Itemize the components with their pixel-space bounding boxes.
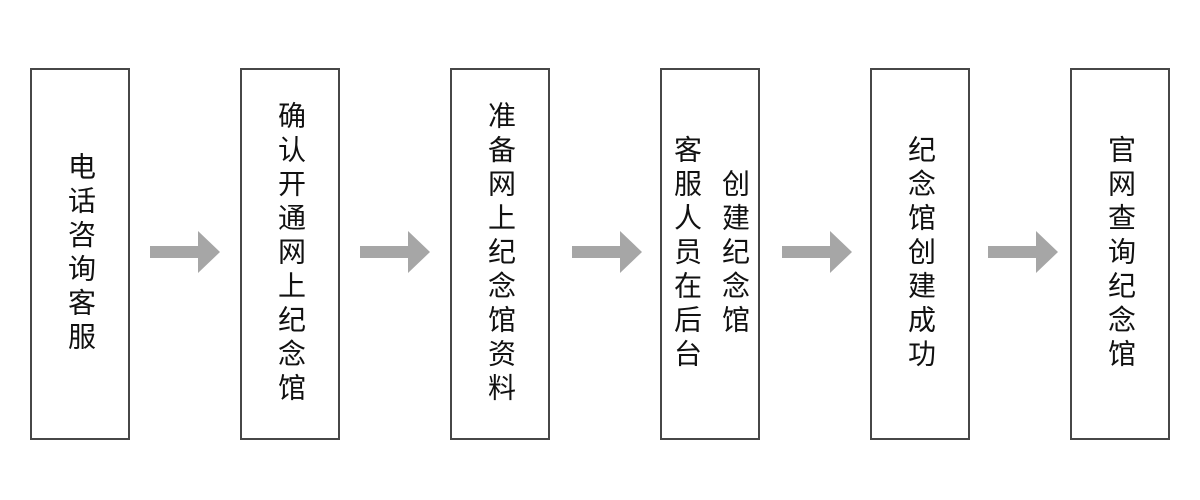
step-label: 准备网上纪念馆资料 — [485, 101, 516, 407]
step-label: 官网查询纪念馆 — [1105, 135, 1136, 373]
step-box-confirm-open: 确认开通网上纪念馆 — [240, 68, 340, 440]
flow-arrow-right-icon — [782, 230, 852, 274]
flow-arrow-right-icon — [988, 230, 1058, 274]
step-box-prepare-materials: 准备网上纪念馆资料 — [450, 68, 550, 440]
flow-arrow-right-icon — [572, 230, 642, 274]
step-label: 确认开通网上纪念馆 — [275, 101, 306, 407]
step-label: 客服人员在后台 创建纪念馆 — [671, 135, 750, 373]
step-box-phone-consult: 电话咨询客服 — [30, 68, 130, 440]
flow-arrow-right-icon — [150, 230, 220, 274]
step-label: 电话咨询客服 — [65, 152, 96, 356]
flow-arrow-right-icon — [360, 230, 430, 274]
step-box-staff-create: 客服人员在后台 创建纪念馆 — [660, 68, 760, 440]
step-box-query-official-site: 官网查询纪念馆 — [1070, 68, 1170, 440]
step-label: 纪念馆创建成功 — [905, 135, 936, 373]
step-box-create-success: 纪念馆创建成功 — [870, 68, 970, 440]
